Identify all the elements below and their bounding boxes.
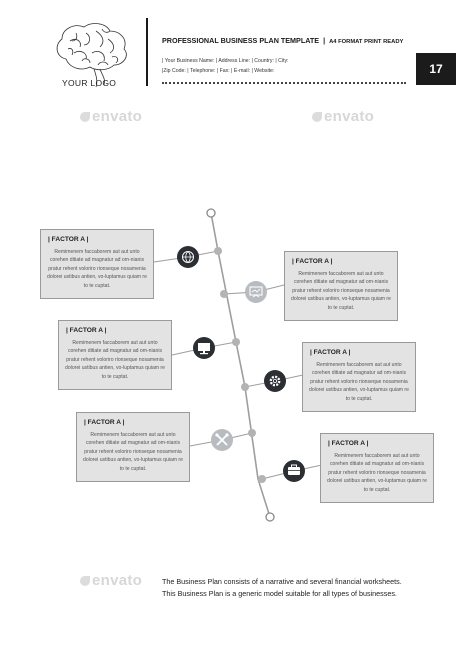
timeline-end-cap — [265, 512, 275, 522]
timeline-dot — [258, 475, 266, 483]
dotted-divider — [162, 82, 406, 86]
footer-line-1: The Business Plan consists of a narrativ… — [162, 577, 402, 586]
envato-leaf-icon — [312, 112, 322, 122]
business-info-line-2: |Zip Code: | Telephone: | Fax: | E-mail:… — [162, 68, 275, 74]
timeline-dot — [248, 429, 256, 437]
factor-box: | FACTOR A | Remimenem faccaborem aut au… — [58, 320, 172, 390]
factor-box: | FACTOR A | Remimenem faccaborem aut au… — [284, 251, 398, 321]
factor-box: | FACTOR A | Remimenem faccaborem aut au… — [302, 342, 416, 412]
page-number-badge: 17 — [416, 53, 456, 85]
factor-body: Remimenem faccaborem aut aut unto corehe… — [47, 249, 147, 289]
factor-title: | FACTOR A | — [66, 327, 107, 334]
timeline-line — [210, 212, 271, 518]
timeline-dot — [232, 338, 240, 346]
factor-title: | FACTOR A | — [84, 419, 125, 426]
title-separator: | — [323, 36, 326, 45]
timeline-dot — [214, 247, 222, 255]
factor-title: | FACTOR A | — [292, 258, 333, 265]
factor-body: Remimenem faccaborem aut aut unto corehe… — [309, 362, 409, 402]
factor-title: | FACTOR A | — [48, 236, 89, 243]
gear-icon — [264, 370, 286, 392]
factor-body: Remimenem faccaborem aut aut unto corehe… — [65, 340, 165, 380]
envato-leaf-icon — [80, 576, 90, 586]
footer-line-2: This Business Plan is a generic model su… — [162, 589, 397, 598]
monitor-icon — [193, 337, 215, 359]
factor-box: | FACTOR A | Remimenem faccaborem aut au… — [76, 412, 190, 482]
tools-icon — [211, 429, 233, 451]
timeline-start-cap — [206, 208, 216, 218]
business-info-line-1: | Your Business Name: | Address Line: | … — [162, 58, 289, 64]
page-title: PROFESSIONAL BUSINESS PLAN TEMPLATE|A4 F… — [162, 36, 403, 45]
factor-body: Remimenem faccaborem aut aut unto corehe… — [291, 271, 391, 311]
header-divider — [146, 18, 148, 86]
brain-logo-icon — [56, 23, 127, 88]
briefcase-icon — [283, 460, 305, 482]
format-label: A4 FORMAT PRINT READY — [329, 39, 404, 45]
title-text: PROFESSIONAL BUSINESS PLAN TEMPLATE — [162, 36, 320, 45]
factor-body: Remimenem faccaborem aut aut unto corehe… — [327, 453, 427, 493]
globe-icon — [177, 246, 199, 268]
factor-box: | FACTOR A | Remimenem faccaborem aut au… — [40, 229, 154, 299]
timeline-dot — [220, 290, 228, 298]
factor-box: | FACTOR A | Remimenem faccaborem aut au… — [320, 433, 434, 503]
footer-text: The Business Plan consists of a narrativ… — [162, 576, 402, 600]
watermark: envato — [80, 108, 142, 125]
factor-title: | FACTOR A | — [328, 440, 369, 447]
envato-leaf-icon — [80, 112, 90, 122]
factor-title: | FACTOR A | — [310, 349, 351, 356]
timeline-dot — [241, 383, 249, 391]
presentation-icon — [245, 281, 267, 303]
watermark: envato — [80, 572, 142, 589]
watermark: envato — [312, 108, 374, 125]
factor-body: Remimenem faccaborem aut aut unto corehe… — [83, 432, 183, 472]
logo-text: YOUR LOGO — [62, 78, 117, 88]
